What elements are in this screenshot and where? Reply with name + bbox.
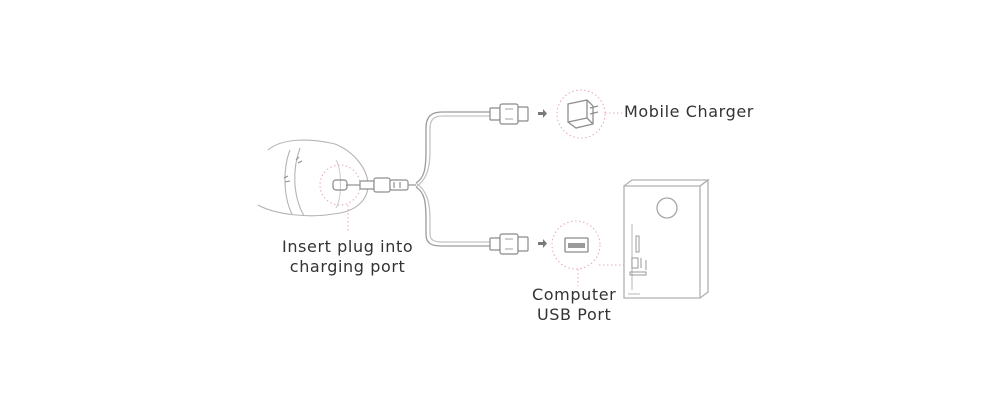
arrow-icon bbox=[538, 239, 547, 248]
usb-plug-icon bbox=[489, 103, 529, 125]
insert-plug-line-2: charging port bbox=[289, 257, 406, 276]
device-icon bbox=[257, 139, 369, 217]
computer-usb-line-1: Computer bbox=[532, 285, 617, 304]
usb-socket-icon bbox=[551, 220, 634, 286]
arrow-icon bbox=[538, 109, 547, 118]
insert-plug-line-1: Insert plug into bbox=[282, 237, 414, 256]
wall-adapter-icon bbox=[556, 89, 622, 139]
computer-usb-label: Computer USB Port bbox=[532, 285, 616, 325]
usb-plug-icon bbox=[489, 233, 529, 255]
mobile-charger-label: Mobile Charger bbox=[624, 102, 754, 122]
insert-plug-label: Insert plug into charging port bbox=[282, 237, 413, 277]
computer-usb-line-2: USB Port bbox=[536, 305, 612, 324]
mobile-charger-text: Mobile Charger bbox=[624, 102, 754, 121]
cable-plug-icon bbox=[346, 177, 409, 193]
y-cable bbox=[408, 111, 490, 247]
computer-tower-icon bbox=[623, 178, 710, 299]
